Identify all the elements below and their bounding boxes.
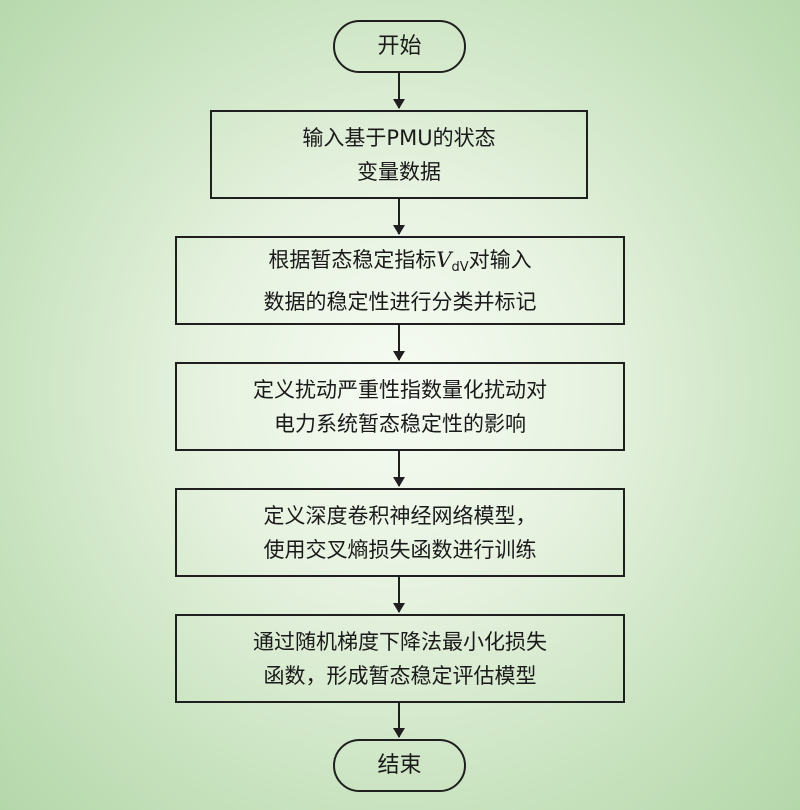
step5-line2: 函数，形成暂态稳定评估模型	[263, 663, 537, 688]
step2-line1-b: 对输入	[468, 247, 532, 272]
step-input-pmu-data: 输入基于PMU的状态 变量数据	[210, 110, 588, 199]
step1-line1: 输入基于PMU的状态	[302, 125, 496, 150]
stability-index-variable: V	[436, 247, 452, 272]
step-define-severity-index: 定义扰动严重性指数量化扰动对 电力系统暂态稳定性的影响	[175, 362, 625, 451]
step5-line1: 通过随机梯度下降法最小化损失	[253, 629, 547, 654]
step2-line1: 根据暂态稳定指标VdV对输入	[268, 243, 531, 285]
end-label: 结束	[377, 752, 422, 778]
stability-index-subscript: dV	[451, 259, 469, 275]
step-classify-stability: 根据暂态稳定指标VdV对输入 数据的稳定性进行分类并标记	[175, 236, 625, 325]
step1-line2: 变量数据	[357, 159, 441, 184]
end-node: 结束	[333, 739, 466, 792]
step2-line1-a: 根据暂态稳定指标	[268, 247, 437, 272]
step-define-cnn-model: 定义深度卷积神经网络模型， 使用交叉熵损失函数进行训练	[175, 488, 625, 577]
step-sgd-assessment-model: 通过随机梯度下降法最小化损失 函数，形成暂态稳定评估模型	[175, 614, 625, 703]
step3-line1: 定义扰动严重性指数量化扰动对	[253, 377, 547, 402]
start-node: 开始	[333, 20, 466, 73]
start-label: 开始	[377, 33, 422, 59]
step4-line1: 定义深度卷积神经网络模型，	[263, 503, 537, 528]
step2-line2: 数据的稳定性进行分类并标记	[263, 289, 537, 314]
step4-line2: 使用交叉熵损失函数进行训练	[263, 537, 537, 562]
step3-line2: 电力系统暂态稳定性的影响	[274, 411, 526, 436]
